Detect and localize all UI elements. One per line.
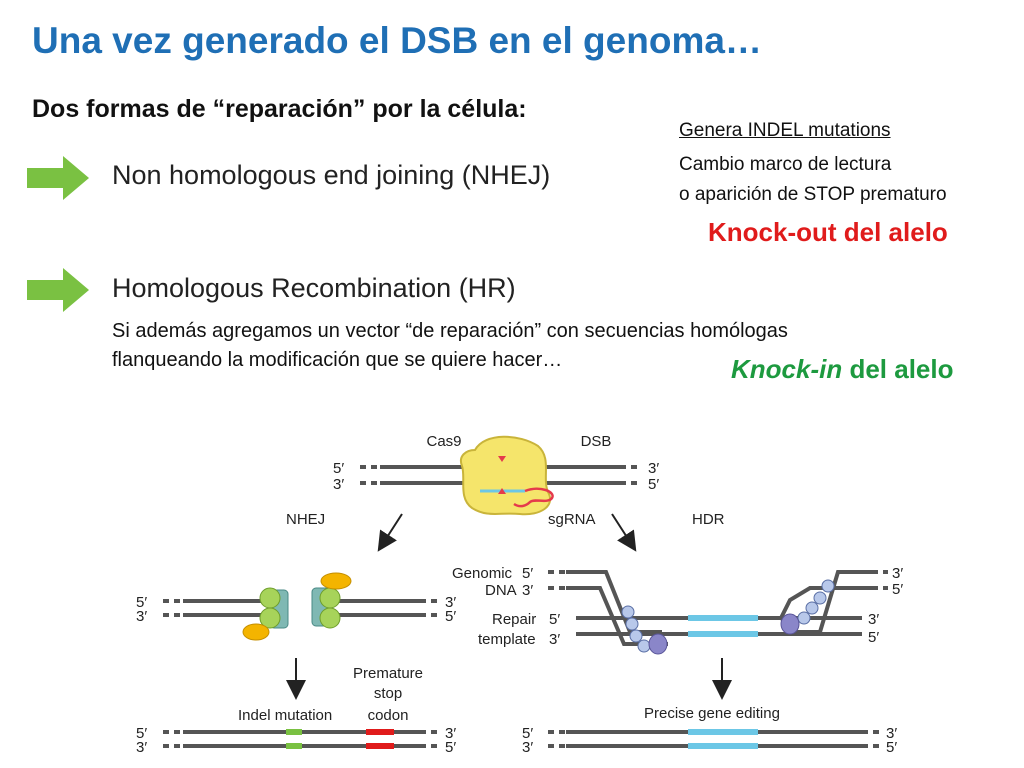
hr-description-line2: flanqueando la modificación que se quier… [112,349,563,371]
hdr-arrow [611,513,637,552]
genomic-5prime: 5′ [522,565,533,582]
top-right-5prime: 5′ [648,476,659,493]
slide-subtitle: Dos formas de “reparación” por la célula… [32,95,527,123]
green-arrow-icon [27,156,89,200]
nhej-note-line1: Cambio marco de lectura [679,154,892,175]
repair-5prime: 5′ [549,611,560,628]
dna-label: DNA [485,582,517,599]
hdr-top-right-3prime: 3′ [892,565,903,582]
top-right-3prime: 3′ [648,460,659,477]
template-3prime: 3′ [549,631,560,648]
nhej-arrow [377,513,403,552]
crispr-repair-diagram: Cas9 DSB sgRNA 5′ 3′ 3′ 5′ NHEJ HDR 5′ 3… [136,433,903,756]
hdr-path-label: HDR [692,511,725,528]
sgrna-label: sgRNA [548,511,596,528]
hdr-top-right-5prime: 5′ [892,581,903,598]
nhej-repair-proteins [242,572,352,641]
knockin-italic: Knock-in [731,354,843,384]
premature-label: Premature [353,665,423,682]
slide-title: Una vez generado el DSB en el genoma… [32,20,762,61]
nhej-bottom-5prime: 5′ [136,725,147,742]
knockin-result: Knock-in del alelo [731,354,954,385]
nhej-mid-right-3prime: 3′ [445,594,456,611]
top-3prime-label: 3′ [333,476,344,493]
hdr-bottom-right-5prime: 5′ [886,739,897,756]
hdr-bottom-right-3prime: 3′ [886,725,897,742]
item-hr-label: Homologous Recombination (HR) [112,273,516,303]
hdr-template-right-5prime: 5′ [868,629,879,646]
cas9-protein-icon [460,435,551,516]
nhej-bottom-right-3prime: 3′ [445,725,456,742]
top-5prime-label: 5′ [333,460,344,477]
hr-description-line1: Si además agregamos un vector “de repara… [112,320,788,342]
nhej-note-line2: o aparición de STOP prematuro [679,184,947,205]
hdr-repair-template [576,615,862,637]
precise-editing-label: Precise gene editing [644,705,780,722]
nhej-path-label: NHEJ [286,511,325,528]
hdr-proteins [621,579,835,655]
dna-3prime: 3′ [522,582,533,599]
nhej-mid-3prime: 3′ [136,608,147,625]
nhej-bottom-strands [163,729,440,749]
green-arrow-icon [27,268,89,312]
stop-label: stop [374,685,402,702]
nhej-bottom-right-5prime: 5′ [445,739,456,756]
hdr-template-right-3prime: 3′ [868,611,879,628]
nhej-note-heading: Genera INDEL mutations [679,120,891,141]
indel-mutation-label: Indel mutation [238,707,332,724]
item-nhej-label: Non homologous end joining (NHEJ) [112,160,551,190]
knockin-rest: del alelo [842,354,954,384]
knockout-result: Knock-out del alelo [708,217,948,247]
codon-label: codon [368,707,409,724]
nhej-middle-strands [163,599,440,617]
repair-label: Repair [492,611,536,628]
hdr-bottom-5prime: 5′ [522,725,533,742]
nhej-mid-5prime: 5′ [136,594,147,611]
cas9-label: Cas9 [426,433,461,450]
hdr-bottom-3prime: 3′ [522,739,533,756]
nhej-mid-right-5prime: 5′ [445,608,456,625]
hdr-bottom-strands [548,729,880,749]
template-label: template [478,631,536,648]
genomic-label: Genomic [452,565,513,582]
dsb-label: DSB [581,433,612,450]
nhej-bottom-3prime: 3′ [136,739,147,756]
